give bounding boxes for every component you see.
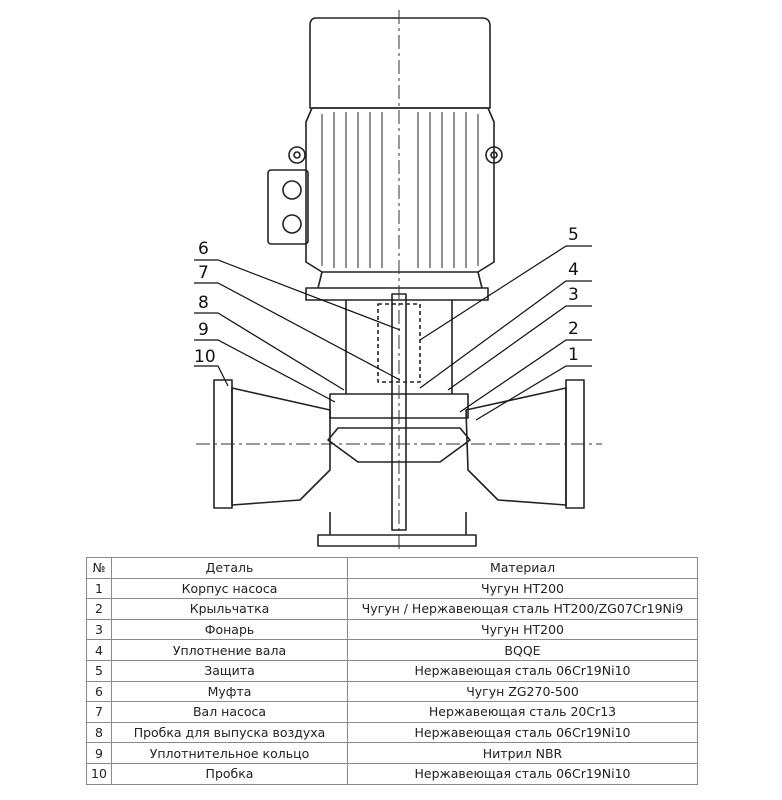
cell-num: 7	[86, 701, 112, 723]
cell-material: Чугун HT200	[347, 577, 698, 600]
cell-material: BQQE	[347, 639, 698, 661]
cell-material: Нержавеющая сталь 20Cr13	[347, 701, 698, 723]
lifting-eye-right	[485, 146, 503, 164]
leader-line-5	[419, 245, 592, 341]
callout-label-2: 2	[568, 319, 579, 339]
table-row: 1 Корпус насоса Чугун HT200	[86, 577, 698, 600]
cell-part: Уплотнительное кольцо	[111, 742, 348, 764]
table-row: 10 Пробка Нержавеющая сталь 06Cr19Ni10	[86, 762, 698, 785]
leader-line-8	[194, 312, 345, 391]
cell-part: Муфта	[111, 680, 348, 703]
cell-part: Корпус насоса	[111, 577, 348, 600]
cell-num: 2	[86, 598, 112, 620]
leader-line-9	[194, 339, 336, 403]
callout-label-1: 1	[568, 345, 579, 365]
table-row: 7 Вал насоса Нержавеющая сталь 20Cr13	[86, 701, 698, 723]
leader-line-6	[194, 259, 401, 331]
cell-num: 9	[86, 742, 112, 764]
cell-num: 5	[86, 659, 112, 682]
leader-line-2	[459, 339, 592, 413]
table-row: 5 Защита Нержавеющая сталь 06Cr19Ni10	[86, 659, 698, 682]
pump-diagram: 6 7 8 9 10 5 4 3 2 1	[194, 10, 602, 550]
table-row: 4 Уплотнение вала BQQE	[86, 639, 698, 661]
callout-label-8: 8	[198, 293, 209, 313]
cell-part: Пробка	[111, 762, 348, 785]
cell-part: Защита	[111, 659, 348, 682]
cell-material: Нержавеющая сталь 06Cr19Ni10	[347, 721, 698, 744]
table-row: 2 Крыльчатка Чугун / Нержавеющая сталь H…	[86, 598, 698, 620]
callout-label-7: 7	[198, 263, 209, 283]
cell-material: Чугун HT200	[347, 618, 698, 641]
callout-label-9: 9	[198, 320, 209, 340]
parts-table: № Деталь Материал 1 Корпус насоса Чугун …	[86, 557, 698, 785]
table-header-row: № Деталь Материал	[86, 557, 698, 579]
table-row: 8 Пробка для выпуска воздуха Нержавеющая…	[86, 721, 698, 744]
terminal-box	[267, 169, 309, 245]
cell-num: 1	[86, 577, 112, 600]
cell-material: Чугун / Нержавеющая сталь HT200/ZG07Cr19…	[347, 598, 698, 620]
cell-material: Нержавеющая сталь 06Cr19Ni10	[347, 762, 698, 785]
cell-part: Пробка для выпуска воздуха	[111, 721, 348, 744]
cable-gland-icon	[282, 214, 302, 234]
leader-line-3	[447, 305, 592, 391]
header-material: Материал	[347, 557, 698, 579]
motor-fan-cover	[309, 17, 491, 109]
leader-line-4	[419, 280, 592, 389]
leader-line-7	[194, 282, 401, 381]
table-row: 6 Муфта Чугун ZG270-500	[86, 680, 698, 703]
lantern-housing	[345, 300, 453, 394]
header-part: Деталь	[111, 557, 348, 579]
cell-num: 8	[86, 721, 112, 744]
leader-line-10	[194, 365, 229, 387]
base-foot	[317, 512, 477, 547]
cell-material: Нитрил NBR	[347, 742, 698, 764]
callout-label-4: 4	[568, 260, 579, 280]
cell-part: Крыльчатка	[111, 598, 348, 620]
cell-part: Вал насоса	[111, 701, 348, 723]
cell-part: Уплотнение вала	[111, 639, 348, 661]
cell-num: 3	[86, 618, 112, 641]
callout-label-3: 3	[568, 285, 579, 305]
pump-casing	[231, 387, 331, 506]
cable-gland-icon	[282, 180, 302, 200]
callout-label-5: 5	[568, 225, 579, 245]
impeller	[327, 427, 471, 463]
callout-label-6: 6	[198, 239, 209, 259]
cell-material: Чугун ZG270-500	[347, 680, 698, 703]
table-row: 9 Уплотнительное кольцо Нитрил NBR	[86, 742, 698, 764]
callout-label-10: 10	[194, 347, 216, 367]
lifting-eye-left	[288, 146, 306, 164]
leader-line-1	[475, 365, 592, 421]
cell-part: Фонарь	[111, 618, 348, 641]
motor-fins	[321, 112, 479, 268]
cell-num: 10	[86, 762, 112, 785]
header-num: №	[86, 557, 112, 579]
cell-material: Нержавеющая сталь 06Cr19Ni10	[347, 659, 698, 682]
cell-num: 6	[86, 680, 112, 703]
cell-num: 4	[86, 639, 112, 661]
table-row: 3 Фонарь Чугун HT200	[86, 618, 698, 641]
